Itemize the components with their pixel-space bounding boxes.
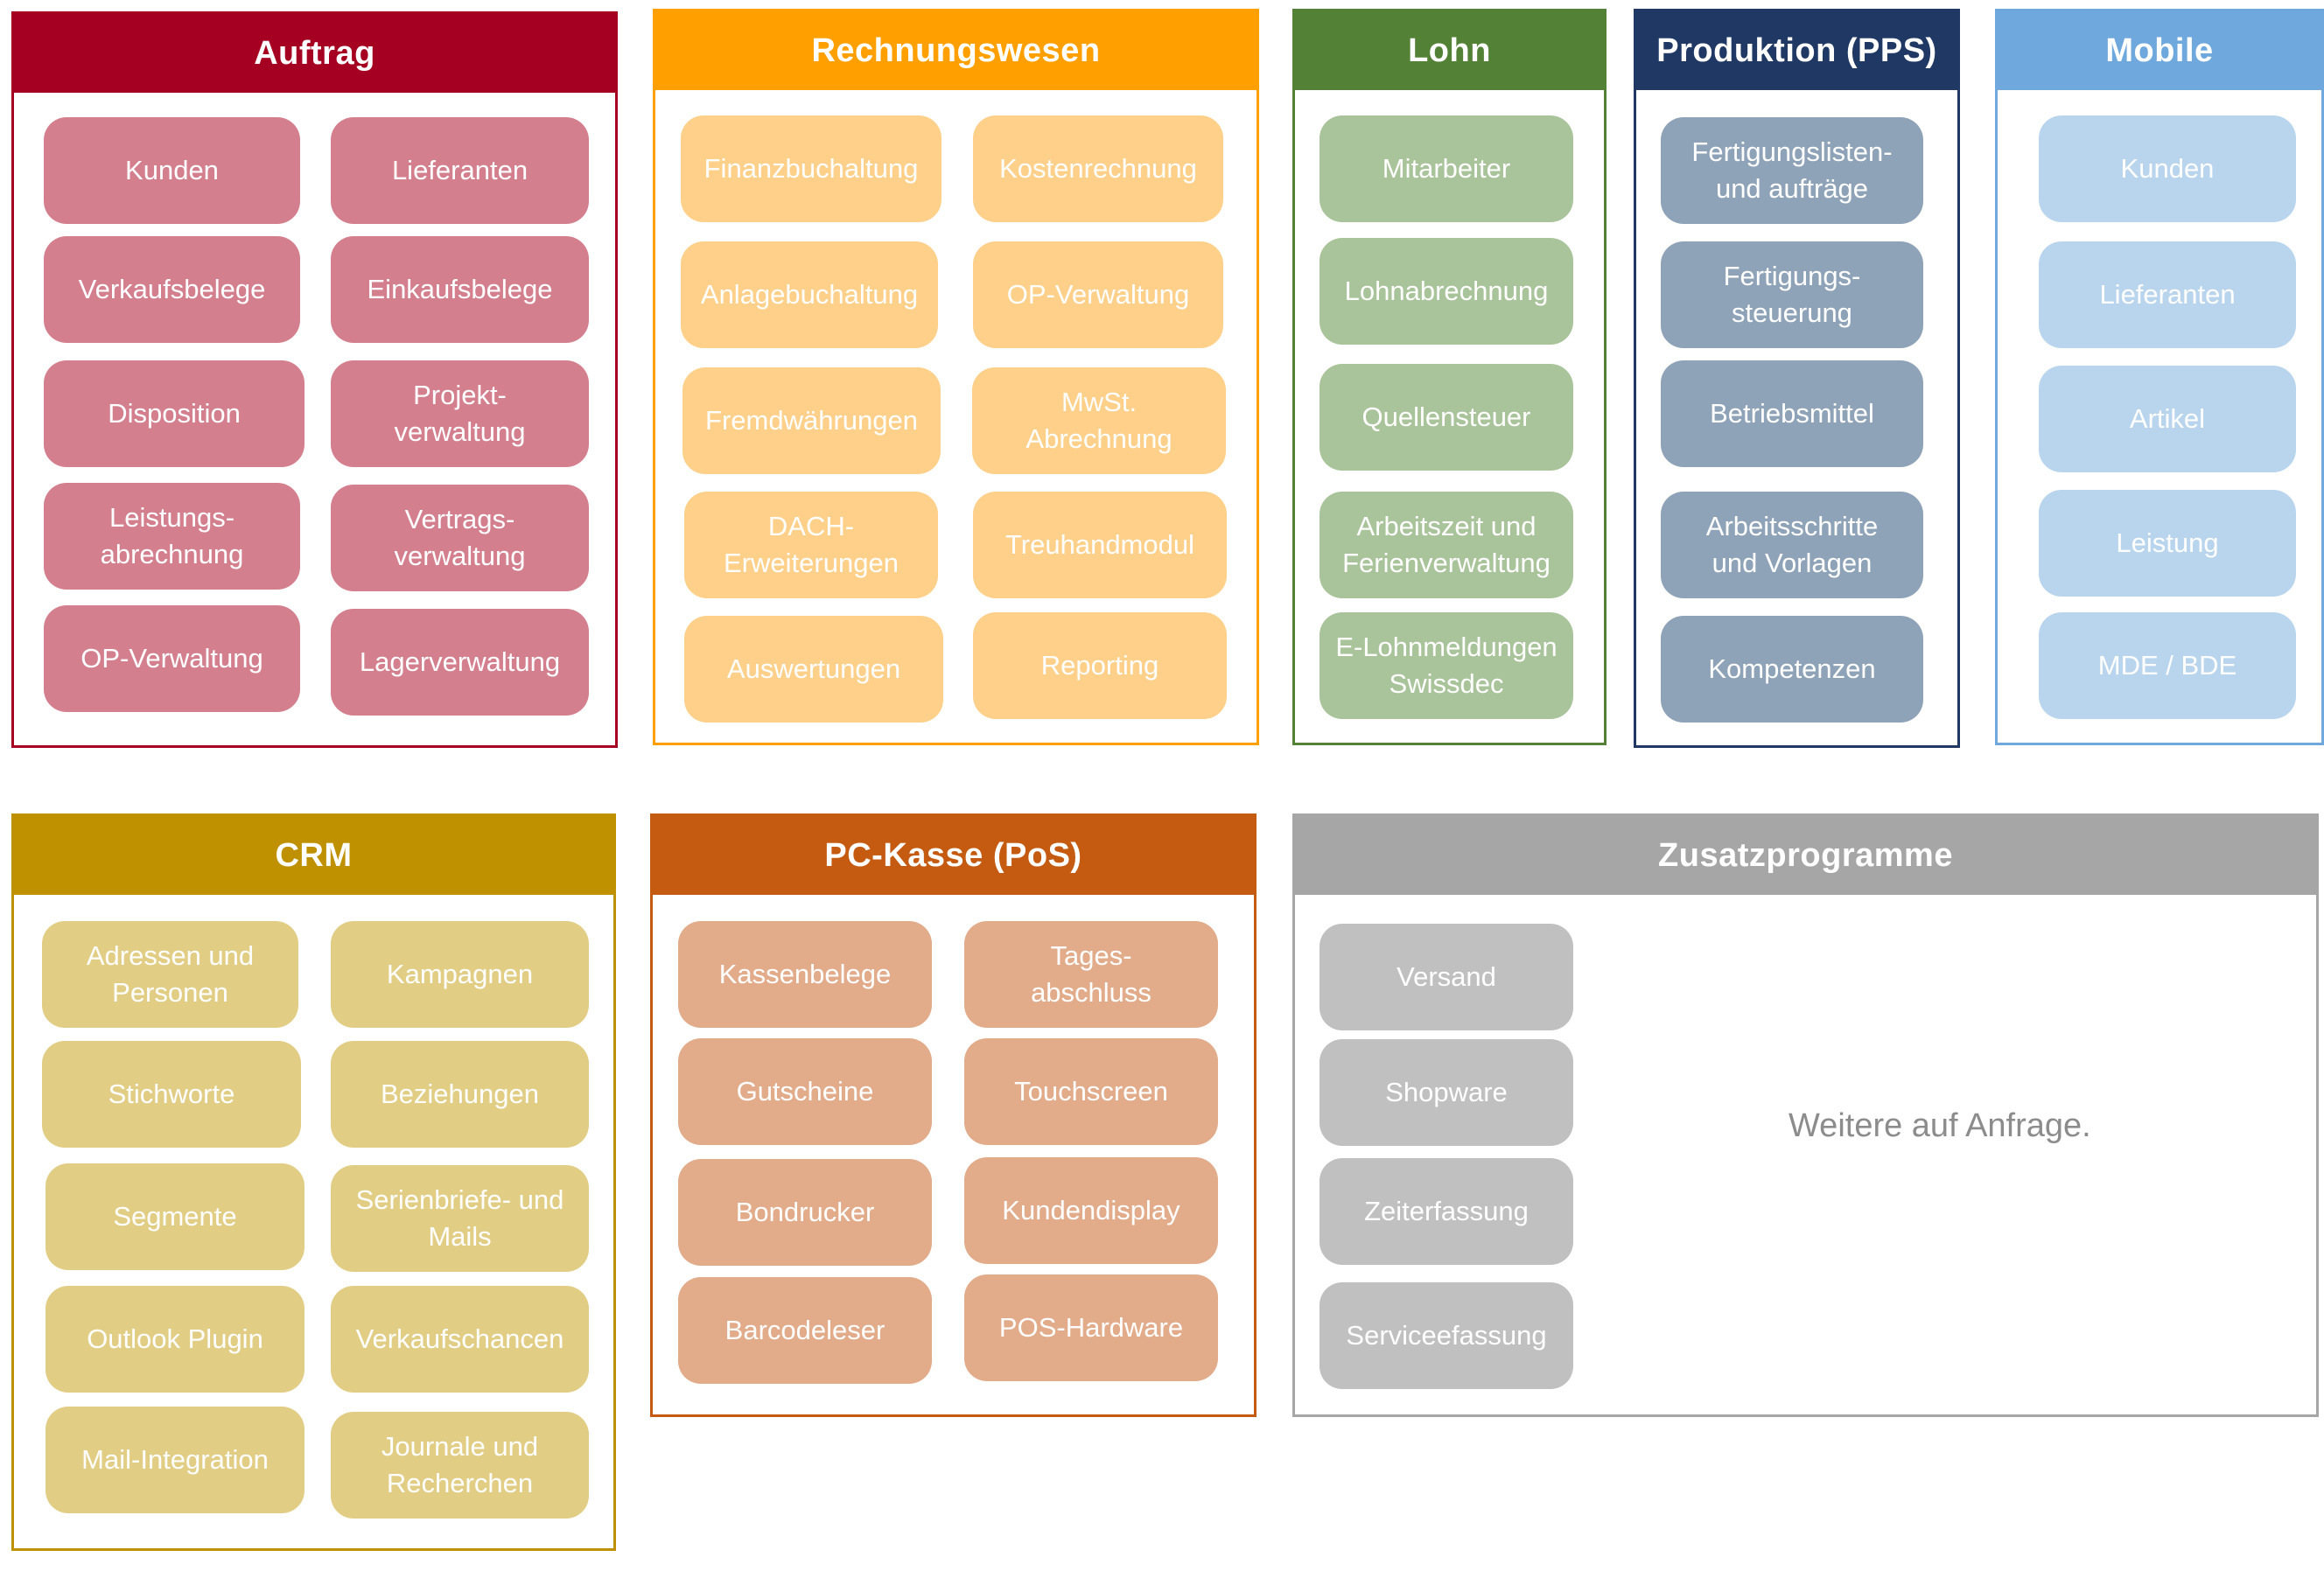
module-crm-journale-und-recherchen: Journale und Recherchen	[331, 1412, 589, 1519]
module-rechnungswesen-kostenrechnung: Kostenrechnung	[973, 115, 1223, 222]
panel-header-mobile: Mobile	[1998, 11, 2321, 90]
module-rechnungswesen-dach-erweiterungen: DACH- Erweiterungen	[684, 492, 938, 598]
module-auftrag-leistungs-abrechnung: Leistungs- abrechnung	[44, 483, 300, 590]
module-produktion-betriebsmittel: Betriebsmittel	[1661, 360, 1923, 467]
module-rechnungswesen-finanzbuchaltung: Finanzbuchaltung	[681, 115, 942, 222]
module-pckasse-gutscheine: Gutscheine	[678, 1038, 932, 1145]
module-crm-kampagnen: Kampagnen	[331, 921, 589, 1028]
panel-header-rechnungswesen: Rechnungswesen	[655, 11, 1256, 90]
module-produktion-fertigungslisten-und-aufträge: Fertigungslisten- und aufträge	[1661, 117, 1923, 224]
module-produktion-fertigungs-steuerung: Fertigungs- steuerung	[1661, 241, 1923, 348]
module-mobile-mde-bde: MDE / BDE	[2039, 612, 2296, 719]
module-pckasse-barcodeleser: Barcodeleser	[678, 1277, 932, 1384]
module-crm-verkaufschancen: Verkaufschancen	[331, 1286, 589, 1393]
module-auftrag-disposition: Disposition	[44, 360, 304, 467]
module-pckasse-bondrucker: Bondrucker	[678, 1159, 932, 1266]
module-rechnungswesen-reporting: Reporting	[973, 612, 1227, 719]
module-lohn-e-lohnmeldungen-swissdec: E-Lohnmeldungen Swissdec	[1320, 612, 1573, 719]
module-lohn-quellensteuer: Quellensteuer	[1320, 364, 1573, 471]
module-crm-outlook-plugin: Outlook Plugin	[46, 1286, 304, 1393]
panel-header-produktion: Produktion (PPS)	[1636, 11, 1957, 90]
module-pckasse-pos-hardware: POS-Hardware	[964, 1274, 1218, 1381]
module-mobile-leistung: Leistung	[2039, 490, 2296, 597]
module-auftrag-lieferanten: Lieferanten	[331, 117, 589, 224]
module-zusatz-shopware: Shopware	[1320, 1039, 1573, 1146]
module-crm-beziehungen: Beziehungen	[331, 1041, 589, 1148]
module-crm-segmente: Segmente	[46, 1163, 304, 1270]
module-pckasse-kassenbelege: Kassenbelege	[678, 921, 932, 1028]
panel-header-crm: CRM	[14, 816, 613, 895]
module-lohn-mitarbeiter: Mitarbeiter	[1320, 115, 1573, 222]
module-pckasse-kundendisplay: Kundendisplay	[964, 1157, 1218, 1264]
module-mobile-artikel: Artikel	[2039, 366, 2296, 472]
panel-header-zusatzprogramme: Zusatzprogramme	[1295, 816, 2316, 895]
module-zusatz-versand: Versand	[1320, 924, 1573, 1030]
module-produktion-kompetenzen: Kompetenzen	[1661, 616, 1923, 723]
module-auftrag-vertrags-verwaltung: Vertrags- verwaltung	[331, 485, 589, 591]
module-auftrag-projekt-verwaltung: Projekt- verwaltung	[331, 360, 589, 467]
module-auftrag-lagerverwaltung: Lagerverwaltung	[331, 609, 589, 716]
module-zusatz-serviceefassung: Serviceefassung	[1320, 1282, 1573, 1389]
module-rechnungswesen-auswertungen: Auswertungen	[684, 616, 943, 723]
module-rechnungswesen-treuhandmodul: Treuhandmodul	[973, 492, 1227, 598]
module-zusatz-zeiterfassung: Zeiterfassung	[1320, 1158, 1573, 1265]
module-auftrag-einkaufsbelege: Einkaufsbelege	[331, 236, 589, 343]
module-auftrag-op-verwaltung: OP-Verwaltung	[44, 605, 300, 712]
module-mobile-kunden: Kunden	[2039, 115, 2296, 222]
module-auftrag-kunden: Kunden	[44, 117, 300, 224]
module-rechnungswesen-anlagebuchaltung: Anlagebuchaltung	[681, 241, 938, 348]
module-lohn-lohnabrechnung: Lohnabrechnung	[1320, 238, 1573, 345]
panel-header-lohn: Lohn	[1295, 11, 1604, 90]
module-crm-serienbriefe-und-mails: Serienbriefe- und Mails	[331, 1165, 589, 1272]
module-pckasse-tages-abschluss: Tages- abschluss	[964, 921, 1218, 1028]
module-crm-mail-integration: Mail-Integration	[46, 1407, 304, 1513]
panel-header-auftrag: Auftrag	[14, 14, 615, 93]
module-produktion-arbeitsschritte-und-vorlagen: Arbeitsschritte und Vorlagen	[1661, 492, 1923, 598]
module-rechnungswesen-op-verwaltung: OP-Verwaltung	[973, 241, 1223, 348]
panel-header-pckasse: PC-Kasse (PoS)	[653, 816, 1254, 895]
module-crm-stichworte: Stichworte	[42, 1041, 301, 1148]
module-lohn-arbeitszeit-und-ferienverwaltung: Arbeitszeit und Ferienverwaltung	[1320, 492, 1573, 598]
module-mobile-lieferanten: Lieferanten	[2039, 241, 2296, 348]
module-pckasse-touchscreen: Touchscreen	[964, 1038, 1218, 1145]
module-rechnungswesen-fremdwährungen: Fremdwährungen	[682, 367, 941, 474]
module-crm-adressen-und-personen: Adressen und Personen	[42, 921, 298, 1028]
zusatz-note: Weitere auf Anfrage.	[1788, 1107, 2091, 1144]
module-rechnungswesen-mwst-abrechnung: MwSt. Abrechnung	[972, 367, 1226, 474]
module-auftrag-verkaufsbelege: Verkaufsbelege	[44, 236, 300, 343]
